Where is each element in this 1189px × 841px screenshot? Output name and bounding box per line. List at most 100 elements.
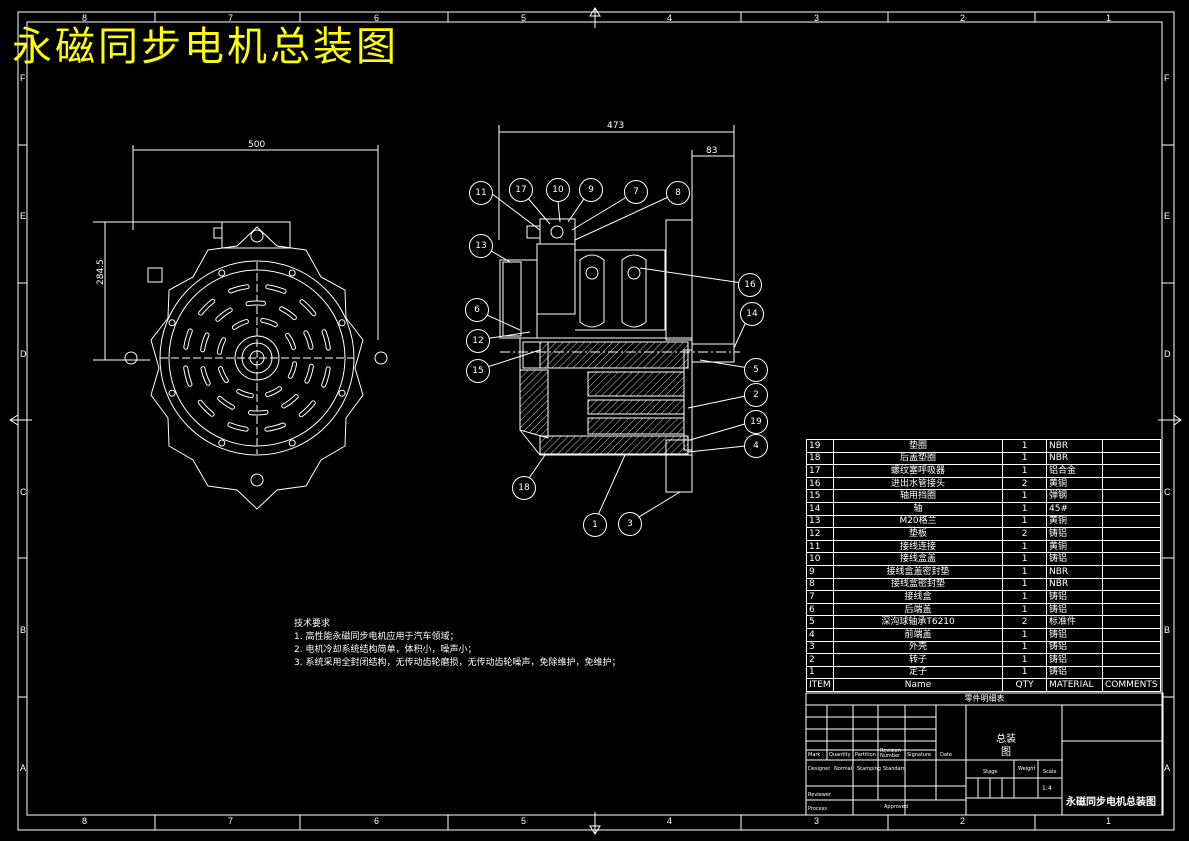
bom-cell-comments [1102,665,1161,680]
bom-cell-no: 14 [806,501,834,516]
zone-row-label: A [1164,763,1171,773]
zone-column-label: 1 [1106,816,1112,826]
bom-cell-comments [1102,627,1161,642]
callout-bubble-17: 17 [509,178,533,202]
callout-bubble-16: 16 [738,273,762,297]
bom-cell-material: 铸铝 [1046,552,1104,566]
vent-slot [201,367,210,385]
vent-slot [184,366,192,386]
dim-front-height: 284.5 [96,259,106,285]
bom-cell-name: 垫板 [832,527,1004,541]
bom-cell-comments [1102,602,1161,617]
bom-cell-no: 7 [806,590,834,604]
bom-cell-no: 2 [806,653,834,667]
bom-cell-comments [1102,539,1161,554]
bom-cell-name: 垫圈 [832,439,1004,453]
zone-ticks [9,7,1182,835]
bom-cell-qty: 1 [1002,489,1048,503]
zone-column-label: 7 [228,13,234,23]
bom-cell-name: Name [832,678,1004,692]
bom-cell-comments [1102,653,1161,667]
zone-column-label: 8 [82,13,88,23]
bom-cell-qty: 1 [1002,514,1048,529]
bom-cell-material: 铸铝 [1046,602,1104,617]
bom-cell-name: 轴 [832,501,1004,516]
bom-cell-name: 接线连接 [832,539,1004,554]
dim-front-width: 500 [248,140,266,150]
bom-cell-no: 17 [806,464,834,478]
bom-cell-name: 深沟球轴承T6210 [832,615,1004,629]
bom-cell-qty: 1 [1002,539,1048,554]
bom-cell-material: 黄铜 [1046,539,1104,554]
vent-slot [266,285,286,293]
vent-slot [232,320,248,329]
tb-label-standard: Standard [883,766,906,772]
callout-bubble-8: 8 [666,181,690,205]
bom-cell-no: 6 [806,602,834,617]
bom-cell-qty: 1 [1002,464,1048,478]
vent-slot [322,367,330,387]
tb-label-signature: Signature [907,752,932,758]
bom-cell-qty: 1 [1002,590,1048,604]
bom-cell-name: 接线盒 [832,590,1004,604]
tb-label-designer: Designer [808,766,831,772]
title-block-lines [805,692,1164,816]
bom-cell-comments [1102,615,1161,629]
bom-cell-comments [1102,590,1161,604]
bom-cell-material: 铸铝 [1046,590,1104,604]
vent-slot [304,331,313,349]
zone-row-label: F [20,73,26,83]
vent-slot [249,410,268,415]
tb-label-weight: Weight [1018,766,1036,772]
tech-heading: 技术要求 [294,619,331,629]
zone-column-label: 4 [667,816,673,826]
zone-row-label: B [20,625,27,635]
callout-bubble-9: 9 [579,178,603,202]
vent-slot [219,367,228,383]
bom-cell-qty: 2 [1002,527,1048,541]
bom-cell-comments [1102,527,1161,541]
bom-cell-name: 接线盒盖密封垫 [832,564,1004,579]
bom-cell-qty: 1 [1002,653,1048,667]
bom-cell-qty: QTY [1002,678,1048,692]
bom-cell-comments [1102,564,1161,579]
vent-slot [216,308,232,321]
tb-scale-value: 1:4 [1042,785,1052,792]
callout-bubble-18: 18 [512,476,536,500]
zone-column-label: 7 [228,816,234,826]
vent-slot [266,387,282,396]
zone-column-label: 5 [521,816,527,826]
bom-cell-no: 19 [806,439,834,453]
bolt-hole [338,319,346,327]
zone-row-label: C [1164,487,1171,497]
zone-row-label: B [1164,625,1171,635]
bom-cell-material: NBR [1046,439,1104,453]
callout-bubble-4: 4 [744,434,768,458]
bom-cell-material: 铸铝 [1046,665,1104,680]
bom-cell-qty: 1 [1002,577,1048,592]
bom-cell-no: 5 [806,615,834,629]
bolt-hole [168,389,176,397]
callout-bubble-1: 1 [583,513,607,537]
bolt-hole [168,319,176,327]
bom-cell-name: 螺纹塞呼吸器 [832,464,1004,478]
callout-bubble-6: 6 [465,298,489,322]
bom-cell-no: 3 [806,640,834,655]
bom-cell-material: 黄铜 [1046,514,1104,529]
callout-bubble-14: 14 [740,302,764,326]
bom-cell-qty: 1 [1002,451,1048,466]
bom-cell-comments [1102,640,1161,655]
tech-item-3: 3. 系统采用全封闭结构，无传动齿轮磨损，无传动齿轮噪声，免除维护，免维护； [294,658,621,668]
zone-column-label: 3 [814,816,820,826]
vent-slot [201,333,209,352]
bom-cell-material: MATERIAL [1046,678,1104,692]
